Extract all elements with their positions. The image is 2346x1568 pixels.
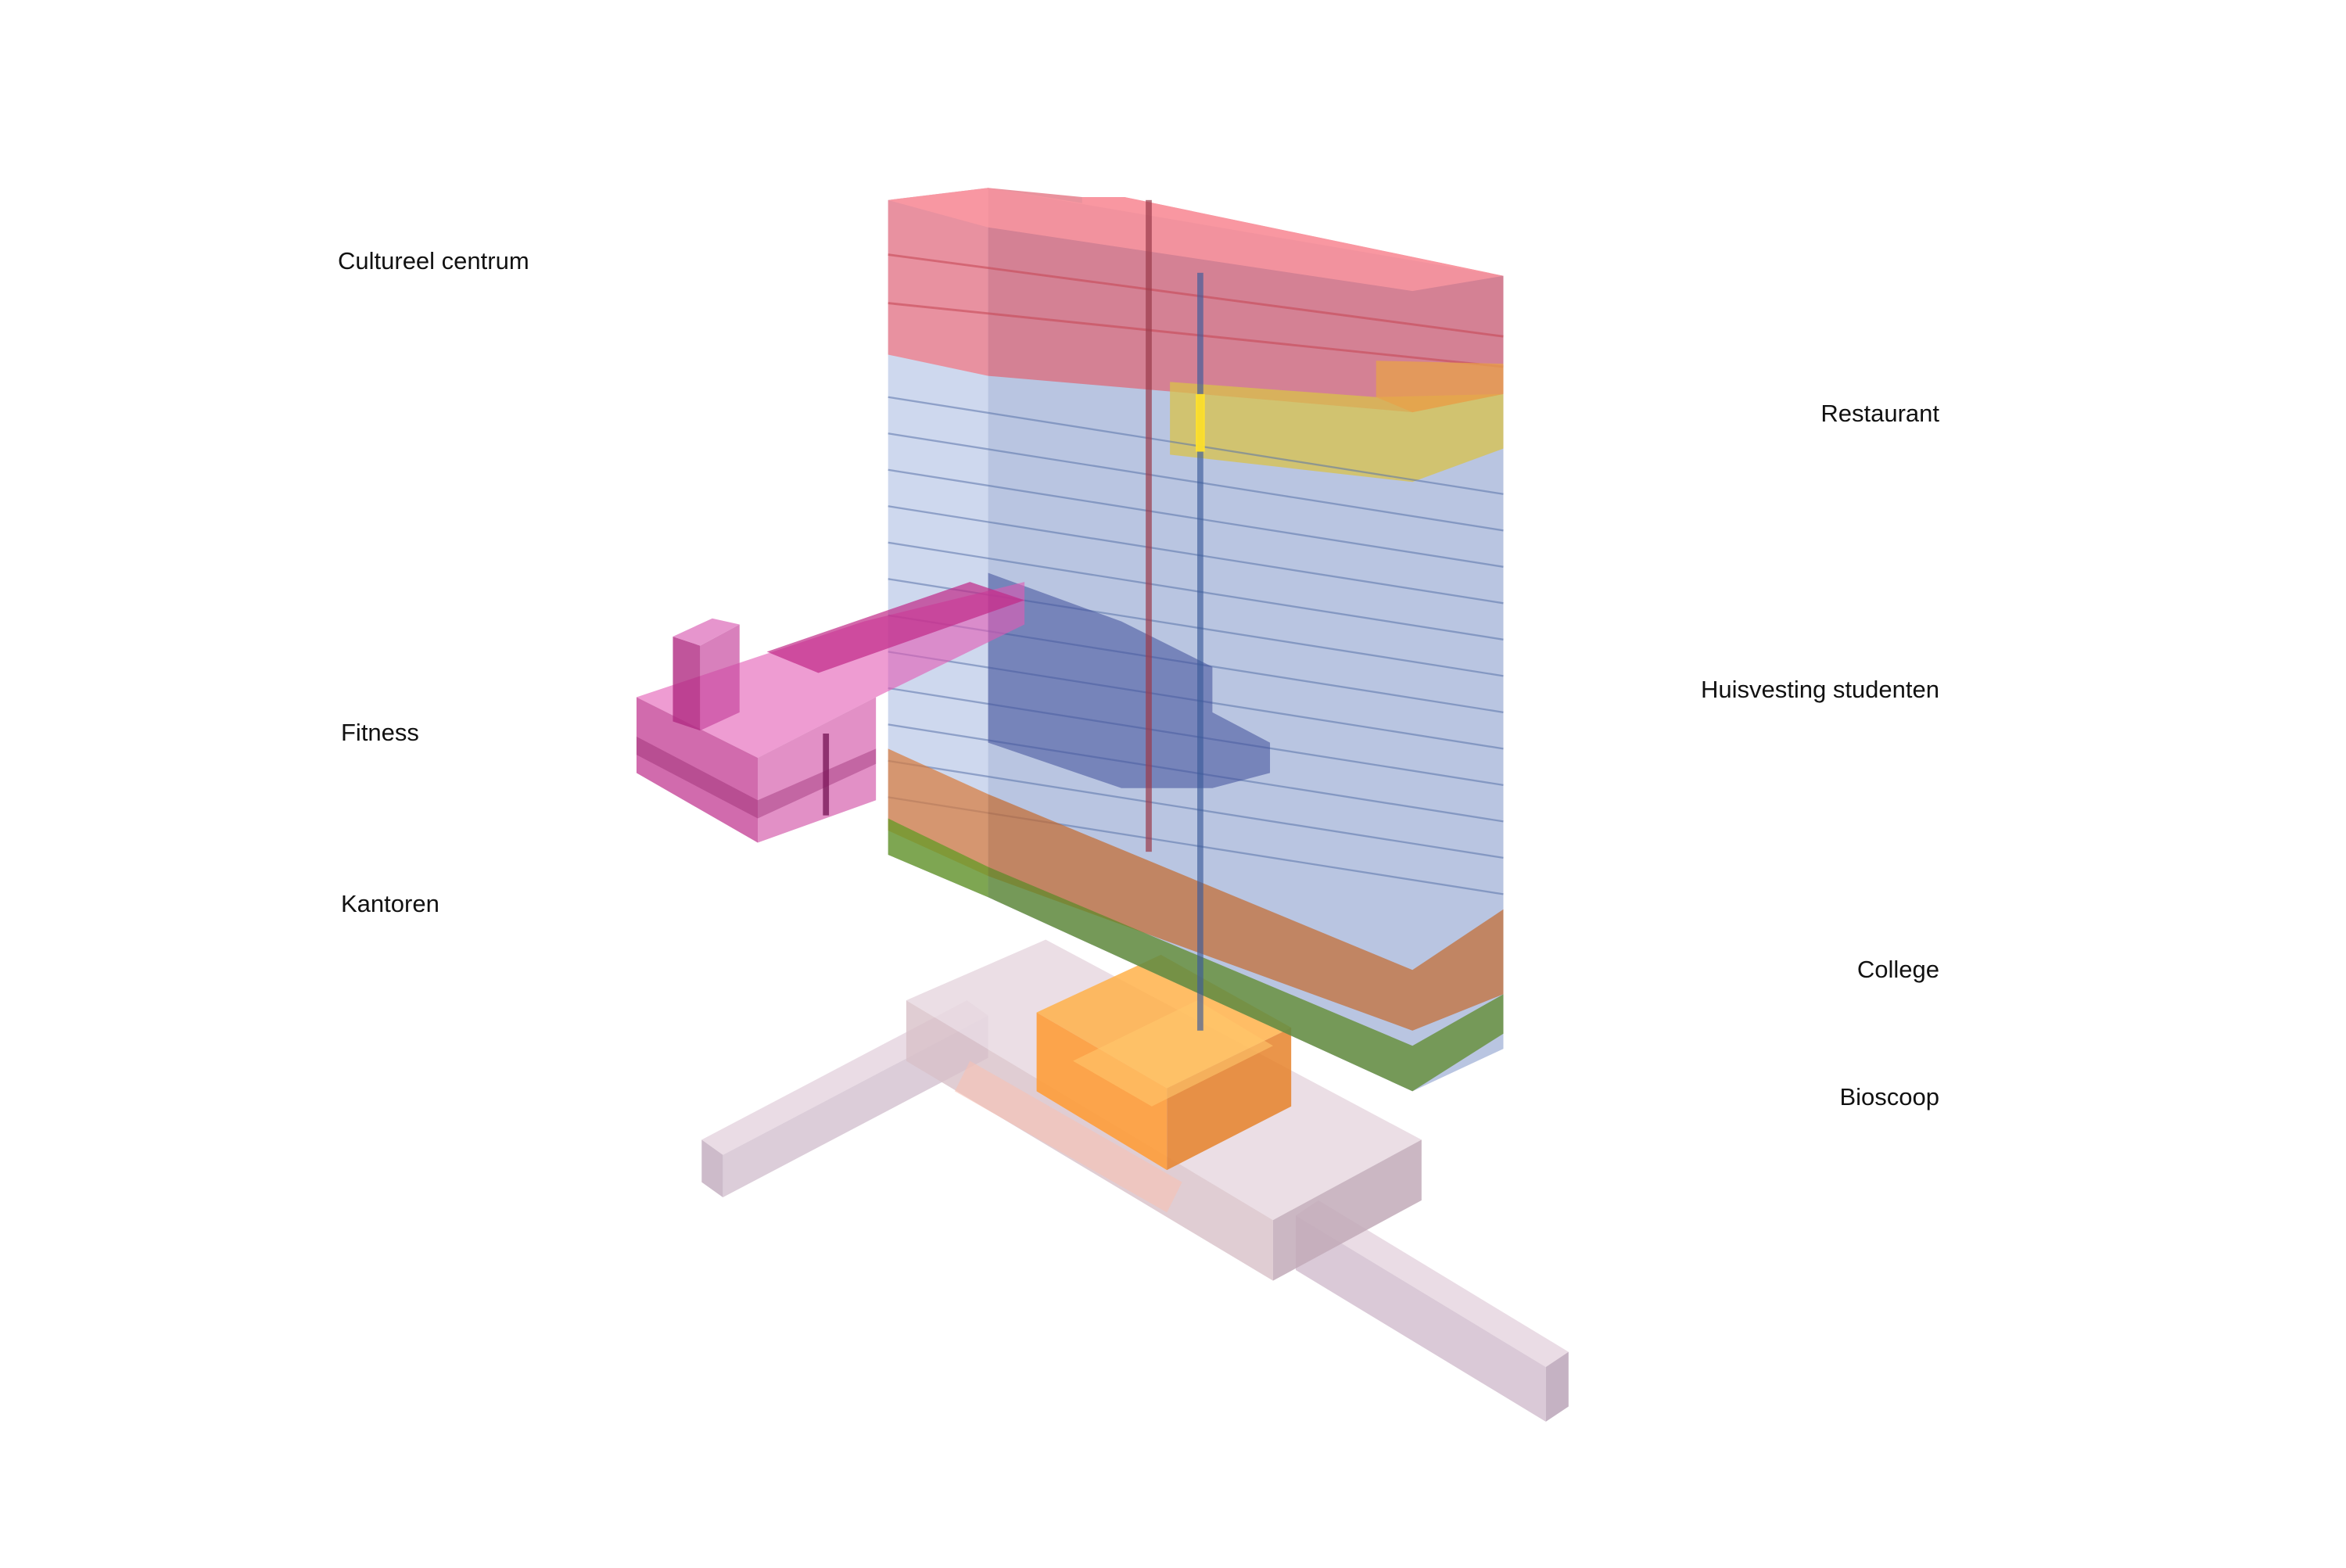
cultureel-centrum-top (888, 188, 1504, 292)
shaft-blue (1197, 272, 1203, 1031)
bioscoop-volume (1036, 954, 1292, 1171)
cultureel-centrum-front (888, 188, 988, 376)
fitness-tower-top (673, 618, 740, 646)
fitness-floor-band (636, 736, 877, 819)
tower-volume (888, 188, 1504, 1092)
label-bioscoop: Bioscoop (1839, 1083, 1939, 1111)
base-volume (701, 939, 1569, 1422)
label-fitness: Fitness (341, 719, 419, 746)
label-college: College (1856, 956, 1939, 983)
fitness-volume (636, 582, 1025, 843)
base-arm-right-end (1545, 1351, 1569, 1422)
base-arm-right-top (1295, 1200, 1569, 1368)
fitness-front (636, 697, 758, 843)
base-arm-right-side (1295, 1215, 1546, 1422)
label-kantoren: Kantoren (341, 890, 439, 917)
base-slab-right (1272, 1139, 1422, 1281)
cultureel-floor-line-2 (888, 302, 1504, 368)
cultureel-floor-line-1 (888, 253, 1504, 338)
base-slab-glow (954, 1060, 1182, 1213)
restaurant-band-corner (1376, 361, 1504, 413)
label-restaurant: Restaurant (1820, 400, 1939, 427)
bioscoop-inner (1073, 1000, 1273, 1107)
bioscoop-front (1036, 1012, 1168, 1171)
kantoren-front (888, 818, 988, 898)
bioscoop-right (1167, 1027, 1292, 1171)
college-front (888, 748, 988, 877)
kantoren-side (988, 867, 1504, 1092)
fitness-tower-front (673, 636, 701, 731)
floor-line (888, 468, 1504, 568)
floor-line (888, 505, 1504, 605)
floor-line (888, 759, 1504, 859)
shaft-red (1146, 199, 1152, 852)
college-side (988, 794, 1504, 1031)
shaft-yellow (1196, 393, 1205, 452)
floor-line (888, 432, 1504, 532)
fitness-tower-side (700, 624, 740, 731)
fitness-post (823, 733, 830, 816)
floor-line (888, 541, 1504, 640)
base-arm-left-front (701, 1139, 723, 1198)
fitness-side (757, 697, 877, 843)
label-huisvesting-studenten: Huisvesting studenten (1700, 676, 1939, 703)
fitness-bridge (766, 582, 1025, 673)
label-cultureel-centrum: Cultureel centrum (338, 247, 529, 274)
